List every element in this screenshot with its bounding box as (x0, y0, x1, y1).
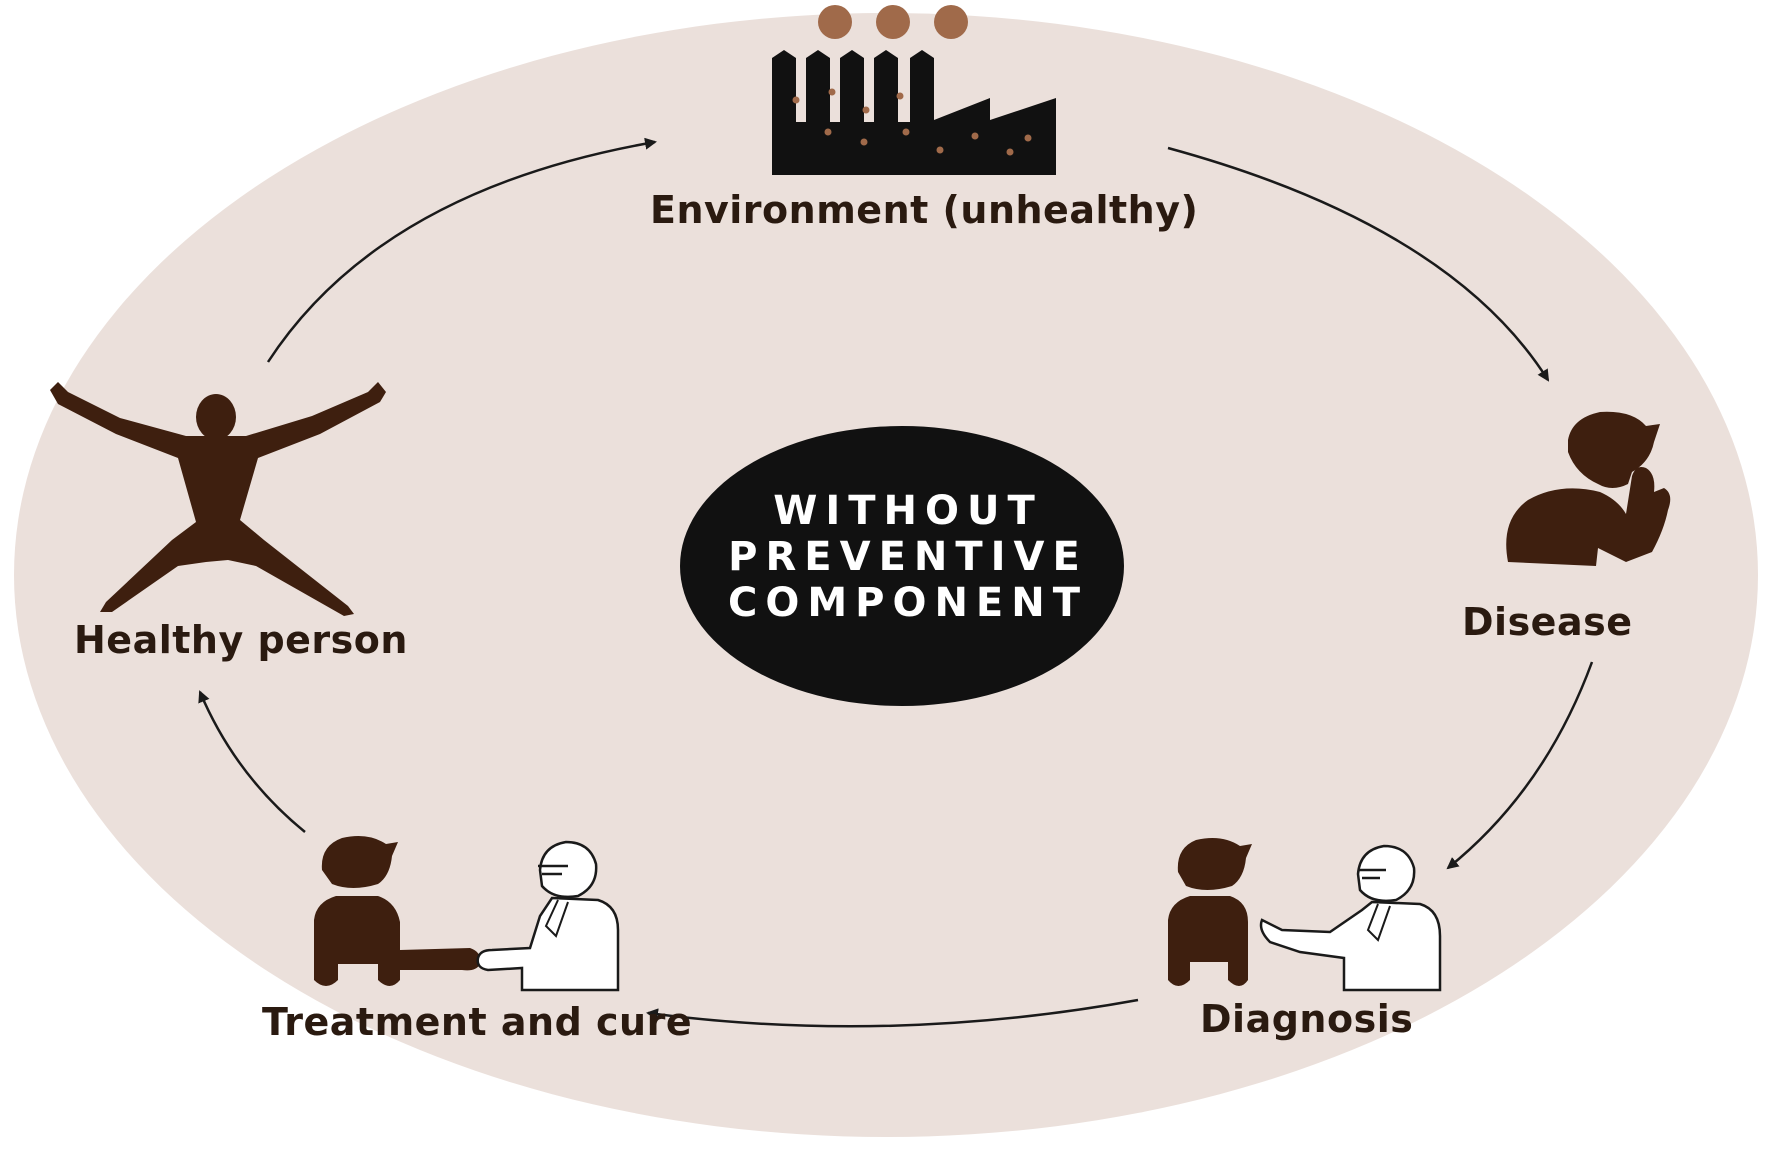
doctor-patient-icon (1168, 838, 1442, 992)
disease-label: Disease (1462, 600, 1633, 644)
center-oval (680, 426, 1124, 706)
center-title-line-3: COMPONENT (727, 580, 1089, 626)
diagnosis-label: Diagnosis (1200, 997, 1414, 1041)
center-title: WITHOUT PREVENTIVE COMPONENT (688, 488, 1128, 626)
center-title-line-2: PREVENTIVE (728, 534, 1088, 580)
factory-icon (772, 5, 1056, 175)
arrow-healthy-to-environment (266, 137, 657, 363)
sick-person-icon (1506, 411, 1671, 566)
arrow-treatment-to-healthy (198, 690, 306, 833)
cycle-arrows (198, 137, 1594, 1028)
treatment-label: Treatment and cure (262, 1000, 693, 1044)
environment-label: Environment (unhealthy) (650, 188, 1199, 232)
healthy-person-label: Healthy person (74, 618, 408, 662)
healthy-person-icon (50, 382, 386, 616)
handshake-icon (314, 836, 620, 992)
arrow-diagnosis-to-treatment (646, 998, 1139, 1028)
arrow-disease-to-diagnosis (1446, 661, 1594, 870)
arrow-environment-to-disease (1167, 146, 1550, 382)
center-title-line-1: WITHOUT (773, 488, 1043, 534)
